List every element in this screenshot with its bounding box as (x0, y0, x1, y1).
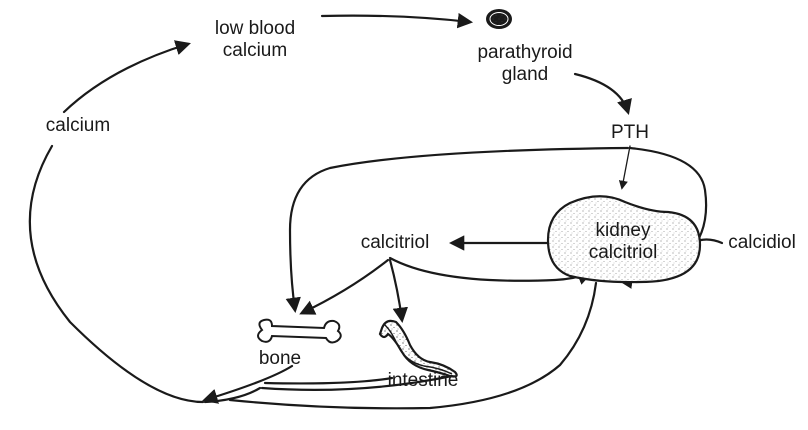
arrow-calcium-to-low-blood (64, 44, 188, 112)
arrow-to-pth (575, 74, 628, 112)
intestine-icon (380, 321, 457, 377)
calcium-label: calcium (38, 115, 118, 137)
intestine-label: intestine (378, 370, 468, 392)
pth-label: PTH (605, 122, 655, 144)
low-blood-calcium-label: low blood calcium (200, 18, 310, 62)
arrow-calcitriol-to-intestine (390, 260, 402, 320)
parathyroid-gland-icon (486, 9, 512, 29)
arrow-pth-to-kidney (622, 146, 630, 188)
bone-label: bone (250, 348, 310, 370)
calcidiol-label: calcidiol (722, 232, 802, 254)
bone-icon (258, 320, 341, 343)
arrow-to-parathyroid (322, 16, 470, 22)
kidney-label: kidney calcitriol (568, 220, 678, 264)
arrow-calcitriol-to-bone (302, 260, 388, 313)
calcitriol-label: calcitriol (350, 232, 440, 254)
intestine-return (265, 378, 392, 383)
parathyroid-gland-label: parathyroid gland (470, 42, 580, 86)
outer-loop (30, 146, 203, 402)
